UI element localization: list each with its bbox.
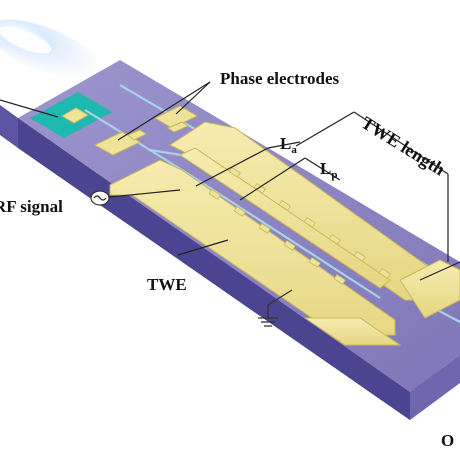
light-beam-icon: [0, 19, 102, 81]
la-sub: a: [291, 144, 297, 156]
la-main: L: [280, 134, 291, 153]
lp-label: Lp: [320, 159, 337, 181]
ground-icon: [258, 289, 293, 327]
phase-electrodes-label: Phase electrodes: [220, 69, 340, 88]
lp-sub: p: [331, 169, 337, 181]
rf-source-icon: [90, 190, 110, 206]
twe-electrodes: [109, 121, 460, 346]
rf-signal-label: RF signal: [0, 197, 63, 216]
twe-label: TWE: [147, 275, 187, 294]
twe-length-label: TWE length: [358, 112, 449, 179]
input-pad: [30, 92, 112, 138]
leader-lines: [0, 81, 460, 281]
lp-main: L: [320, 159, 331, 178]
electrode-segments: [208, 167, 391, 285]
la-label: La: [280, 134, 297, 156]
phase-electrode-pads: [93, 105, 199, 156]
corner-partial-label: O: [441, 431, 454, 450]
